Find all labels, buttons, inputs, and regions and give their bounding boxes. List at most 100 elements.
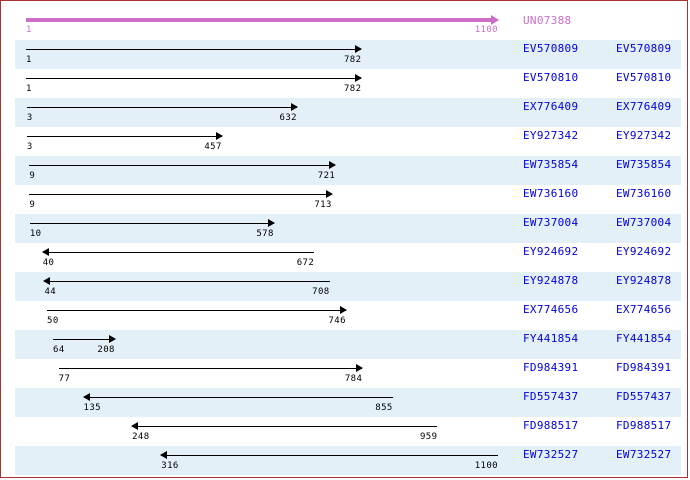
hit-end-coord: 746 <box>328 316 346 326</box>
hit-start-coord: 64 <box>53 345 65 355</box>
hit-arrow-line <box>42 252 315 253</box>
hit-description-link[interactable]: FD984391 <box>616 361 672 374</box>
hit-start-coord: 40 <box>42 258 55 268</box>
hit-end-coord: 708 <box>312 287 330 297</box>
hit-end-coord: 855 <box>375 403 393 413</box>
hit-arrow-line <box>47 310 346 311</box>
hit-id-link[interactable]: FD984391 <box>523 361 579 374</box>
hit-arrow-line <box>83 397 393 398</box>
query-bar <box>26 18 491 22</box>
hit-start-coord: 3 <box>26 113 33 123</box>
hit-start-coord: 135 <box>83 403 102 413</box>
hit-start-coord: 248 <box>132 432 150 442</box>
hit-id-link[interactable]: FD557437 <box>523 390 579 403</box>
hit-description-link[interactable]: EW735854 <box>616 158 672 171</box>
row-band <box>15 98 681 127</box>
hit-id-link[interactable]: EW736160 <box>523 187 579 200</box>
arrow-left-icon <box>131 421 139 430</box>
arrow-right-icon <box>267 218 275 227</box>
arrow-right-icon <box>325 189 333 198</box>
arrow-right-icon <box>355 73 363 82</box>
hit-arrow-line <box>26 136 222 137</box>
hit-start-coord: 1 <box>26 84 32 94</box>
arrow-right-icon <box>290 102 298 111</box>
hit-end-coord: 632 <box>279 113 297 123</box>
row-band <box>15 40 681 69</box>
hit-id-link[interactable]: EX774656 <box>523 303 579 316</box>
hit-end-coord: 713 <box>314 200 332 210</box>
hit-description-link[interactable]: EY927342 <box>616 129 672 142</box>
arrow-left-icon <box>82 392 90 401</box>
arrow-left-icon <box>160 450 168 459</box>
hit-arrow-line <box>26 107 297 108</box>
hit-end-coord: 784 <box>344 374 363 384</box>
hit-id-link[interactable]: EY927342 <box>523 129 579 142</box>
hit-end-coord: 782 <box>343 84 362 94</box>
query-arrowhead-icon <box>491 15 499 25</box>
arrow-right-icon <box>339 305 347 314</box>
hit-id-link[interactable]: EY924878 <box>523 274 579 287</box>
arrow-right-icon <box>215 131 223 140</box>
hit-end-coord: 782 <box>343 55 362 65</box>
hit-description-link[interactable]: EX774656 <box>616 303 672 316</box>
hit-description-link[interactable]: FD988517 <box>616 419 672 432</box>
hit-description-link[interactable]: EW736160 <box>616 187 672 200</box>
hit-description-link[interactable]: EY924692 <box>616 245 672 258</box>
hit-description-link[interactable]: FY441854 <box>616 332 672 345</box>
alignment-row: 77 784 FD984391 FD984391 <box>1 359 689 388</box>
hit-start-coord: 9 <box>29 171 36 181</box>
hit-id-link[interactable]: EW735854 <box>523 158 579 171</box>
hit-description-link[interactable]: EX776409 <box>616 100 672 113</box>
hit-id-link[interactable]: EY924692 <box>523 245 579 258</box>
row-band <box>15 214 681 243</box>
hit-arrow-line <box>53 339 115 340</box>
alignment-row: 135 855 FD557437 FD557437 <box>1 388 689 417</box>
hit-id-link[interactable]: EV570810 <box>523 71 579 84</box>
hit-arrow-line <box>26 49 362 50</box>
arrow-left-icon <box>43 276 51 285</box>
hit-start-coord: 50 <box>47 316 59 326</box>
arrow-right-icon <box>108 334 116 343</box>
query-id-label: UN07388 <box>523 14 572 27</box>
hit-arrow-line <box>44 281 330 282</box>
arrow-right-icon <box>355 44 363 53</box>
hit-arrow-line <box>161 455 498 456</box>
query-start-coord: 1 <box>26 25 32 35</box>
hit-arrow-line <box>58 368 363 369</box>
hit-id-link[interactable]: EW737004 <box>523 216 579 229</box>
hit-description-link[interactable]: EV570809 <box>616 42 672 55</box>
hit-start-coord: 1 <box>26 55 32 65</box>
hit-description-link[interactable]: EW732527 <box>616 448 672 461</box>
hit-start-coord: 316 <box>161 461 179 471</box>
alignment-row: 50 746 EX774656 EX774656 <box>1 301 689 330</box>
alignment-row: 1 782 EV570809 EV570809 <box>1 40 689 69</box>
alignment-row: 1 782 EV570810 EV570810 <box>1 69 689 98</box>
alignment-row: 248 959 FD988517 FD988517 <box>1 417 689 446</box>
hit-arrow-line <box>132 426 438 427</box>
hit-id-link[interactable]: FY441854 <box>523 332 579 345</box>
hit-id-link[interactable]: EV570809 <box>523 42 579 55</box>
hit-description-link[interactable]: EW737004 <box>616 216 672 229</box>
hit-end-coord: 578 <box>256 229 274 239</box>
hit-id-link[interactable]: EW732527 <box>523 448 579 461</box>
hit-end-coord: 959 <box>419 432 438 442</box>
hit-description-link[interactable]: EV570810 <box>616 71 672 84</box>
hit-description-link[interactable]: EY924878 <box>616 274 672 287</box>
hit-start-coord: 77 <box>58 374 71 384</box>
arrow-left-icon <box>41 247 49 256</box>
hit-id-link[interactable]: FD988517 <box>523 419 579 432</box>
query-end-coord: 1100 <box>474 25 498 35</box>
hit-id-link[interactable]: EX776409 <box>523 100 579 113</box>
hit-end-coord: 457 <box>204 142 222 152</box>
hit-arrow-line <box>29 165 336 166</box>
arrow-right-icon <box>329 160 337 169</box>
hit-description-link[interactable]: FD557437 <box>616 390 672 403</box>
hit-arrow-line <box>29 194 332 195</box>
